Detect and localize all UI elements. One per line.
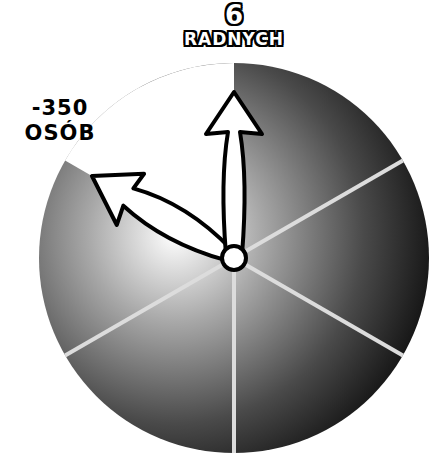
hand-pivot bbox=[222, 246, 246, 270]
short-hand bbox=[77, 152, 243, 281]
value-unit: OSÓB bbox=[25, 123, 96, 144]
value-unit: RADNYCH bbox=[184, 31, 284, 48]
value-number: -350 bbox=[32, 98, 89, 119]
long-hand bbox=[206, 92, 262, 255]
value-number: 6 bbox=[225, 2, 243, 28]
clock-face bbox=[39, 63, 429, 453]
